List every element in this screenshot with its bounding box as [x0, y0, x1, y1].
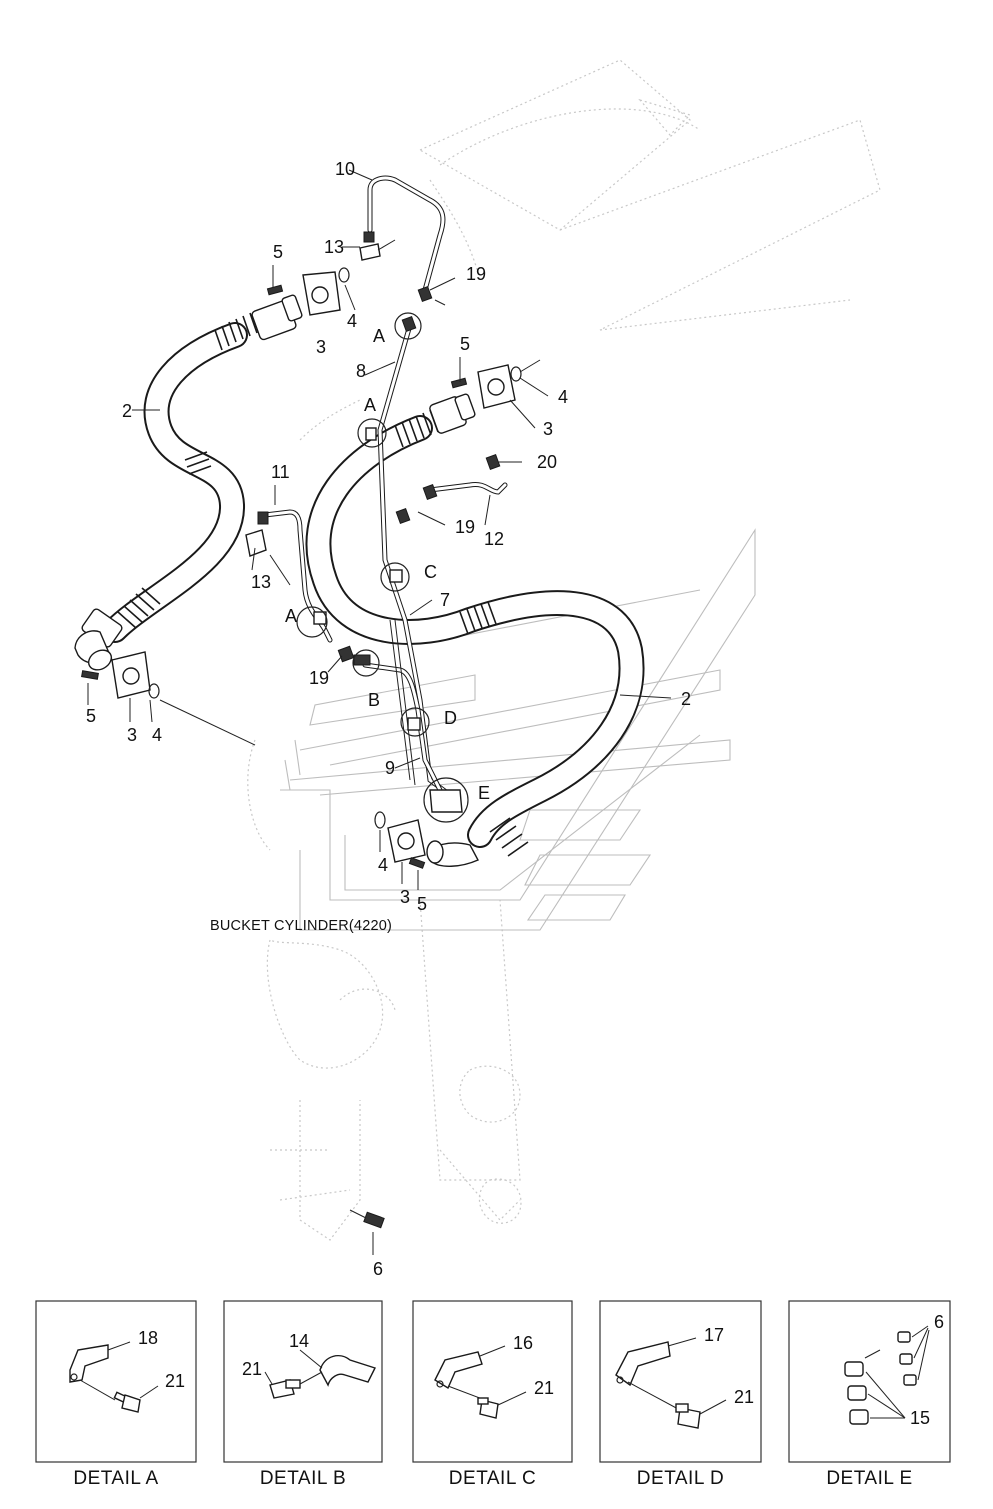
detail-a-part-18: 18 — [138, 1328, 158, 1348]
callout-c3c: 3 — [127, 725, 137, 745]
detail-markers — [296, 312, 469, 823]
callout-cB: B — [368, 690, 380, 710]
callout-c5d: 5 — [417, 894, 427, 914]
callout-cE: E — [478, 783, 490, 803]
callout-cAa: A — [373, 326, 385, 346]
callout-c8: 8 — [356, 361, 366, 381]
callout-c5b: 5 — [460, 334, 470, 354]
callout-c19b: 19 — [455, 517, 475, 537]
callout-c11: 11 — [271, 462, 290, 482]
ghost-bracket — [280, 528, 756, 931]
detail-e-part-6: 6 — [934, 1312, 944, 1332]
detail-box-a — [35, 1300, 197, 1463]
detail-label-d: DETAIL D — [637, 1468, 724, 1489]
callout-c10: 10 — [335, 159, 355, 179]
detail-box-b — [223, 1300, 383, 1463]
callout-c19a: 19 — [466, 264, 486, 284]
detail-e-parts — [844, 1325, 930, 1425]
detail-d-part-21: 21 — [734, 1387, 754, 1407]
detail-b-part-14: 14 — [289, 1331, 309, 1351]
callout-c3d: 3 — [400, 887, 410, 907]
callout-c5c: 5 — [86, 706, 96, 726]
callout-c3b: 3 — [543, 419, 553, 439]
callout-c4c: 4 — [152, 725, 162, 745]
callout-cAc: A — [285, 606, 297, 626]
callout-c13a: 13 — [324, 237, 344, 257]
detail-c-part-21: 21 — [534, 1378, 554, 1398]
detail-c-parts — [434, 1345, 527, 1419]
callout-cAb: A — [364, 395, 376, 415]
detail-d-parts — [615, 1337, 727, 1429]
callout-c2a: 2 — [122, 401, 132, 421]
callout-c4a: 4 — [347, 311, 357, 331]
callout-cD: D — [444, 708, 457, 728]
detail-label-b: DETAIL B — [260, 1468, 346, 1489]
ghost-background — [247, 59, 881, 1241]
callout-c3a: 3 — [316, 337, 326, 357]
callout-c2b: 2 — [681, 689, 691, 709]
detail-c-part-16: 16 — [513, 1333, 533, 1353]
detail-a-parts — [69, 1341, 159, 1413]
leader-lines — [87, 169, 672, 1255]
grease-pipes — [262, 175, 508, 798]
callout-c6a: 6 — [373, 1259, 383, 1279]
callout-c19c: 19 — [309, 668, 329, 688]
callout-c5a: 5 — [273, 242, 283, 262]
detail-e-part-15: 15 — [910, 1408, 930, 1428]
callout-c9: 9 — [385, 758, 395, 778]
diagram-caption: BUCKET CYLINDER(4220) — [210, 918, 392, 934]
detail-d-part-17: 17 — [704, 1325, 724, 1345]
hose-right — [305, 393, 645, 867]
callout-c12: 12 — [484, 529, 504, 549]
callout-c13b: 13 — [251, 572, 271, 592]
callout-c7: 7 — [440, 590, 450, 610]
detail-label-c: DETAIL C — [449, 1468, 536, 1489]
detail-b-part-21: 21 — [242, 1359, 262, 1379]
fittings — [245, 231, 501, 1229]
detail-label-a: DETAIL A — [73, 1468, 158, 1489]
callout-c4b: 4 — [558, 387, 568, 407]
callout-cC: C — [424, 562, 437, 582]
detail-label-e: DETAIL E — [826, 1468, 912, 1489]
detail-box-e — [788, 1300, 951, 1463]
detail-a-part-21: 21 — [165, 1371, 185, 1391]
detail-b-parts — [264, 1349, 376, 1399]
callout-c4d: 4 — [378, 855, 388, 875]
callout-c20: 20 — [537, 452, 557, 472]
flanges — [81, 267, 522, 869]
hose-left — [74, 294, 303, 671]
